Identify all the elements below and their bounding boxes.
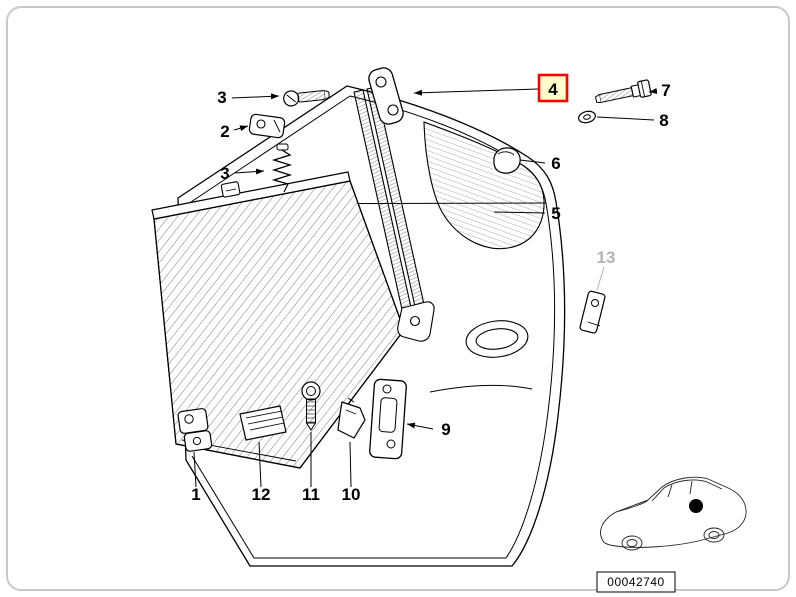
leader-line-10 — [349, 441, 352, 488]
leader-line-6 — [519, 159, 546, 164]
part-4-bracket-drawing — [368, 67, 404, 125]
leader-line-13 — [596, 266, 605, 291]
part-9-bracket-drawing — [369, 378, 407, 460]
part-12-clip-drawing — [239, 405, 287, 441]
diagram-number-plate: 00042740 — [596, 571, 676, 593]
part-3-screw-drawing — [283, 89, 330, 107]
part-label-1[interactable]: 1 — [191, 485, 200, 504]
leader-line-2 — [233, 125, 249, 132]
part-label-3-lower[interactable]: 3 — [220, 164, 229, 183]
part-6-cap-drawing — [493, 147, 521, 174]
leader-line-3-upper — [231, 93, 280, 100]
part-label-2[interactable]: 2 — [220, 122, 229, 141]
leader-line-9 — [406, 422, 434, 430]
part-label-13[interactable]: 13 — [597, 248, 616, 267]
blind-top-rail — [151, 171, 351, 220]
leader-line-7 — [648, 88, 658, 94]
leader-line-12 — [258, 441, 262, 488]
part-1-bracket-drawing — [177, 408, 213, 452]
leader-line-8 — [596, 116, 655, 121]
part-10-clip-drawing — [337, 397, 366, 439]
part-label-6[interactable]: 6 — [551, 154, 560, 173]
part-label-5[interactable]: 5 — [551, 204, 560, 223]
part-label-12[interactable]: 12 — [252, 485, 271, 504]
part-2-bracket-drawing — [248, 113, 286, 139]
highlight-box[interactable] — [537, 73, 569, 103]
part-label-11[interactable]: 11 — [302, 485, 320, 504]
part-label-7[interactable]: 7 — [661, 81, 670, 100]
blind-pull-tab — [220, 181, 241, 198]
part-7-bolt-drawing — [595, 79, 652, 104]
car-location-inset — [600, 476, 747, 551]
part-label-9[interactable]: 9 — [441, 420, 450, 439]
part-label-4[interactable]: 4 — [548, 80, 558, 99]
leader-line-3-lower — [234, 168, 265, 175]
part-label-8[interactable]: 8 — [659, 111, 668, 130]
callout-lines — [193, 88, 658, 488]
blind-guide-rail-drawing — [353, 86, 435, 342]
leader-line-4 — [413, 88, 539, 96]
part-11-screw-drawing — [301, 381, 321, 431]
part-13-plate-drawing — [579, 290, 606, 334]
part-8-washer-drawing — [578, 110, 596, 124]
part-3-spring-screw-drawing — [271, 143, 293, 193]
diagram-number-text: 00042740 — [607, 575, 664, 589]
part-5-window-glass-drawing — [423, 121, 545, 250]
door-handle-recess — [465, 320, 529, 358]
part-location-indicator-dot — [689, 499, 703, 513]
leader-line-1 — [193, 451, 197, 488]
sun-blind-assembly-drawing — [151, 171, 405, 469]
part-label-10[interactable]: 10 — [342, 485, 361, 504]
part-label-3-upper[interactable]: 3 — [217, 88, 226, 107]
leader-line-5 — [493, 211, 546, 214]
image-border — [6, 6, 790, 591]
